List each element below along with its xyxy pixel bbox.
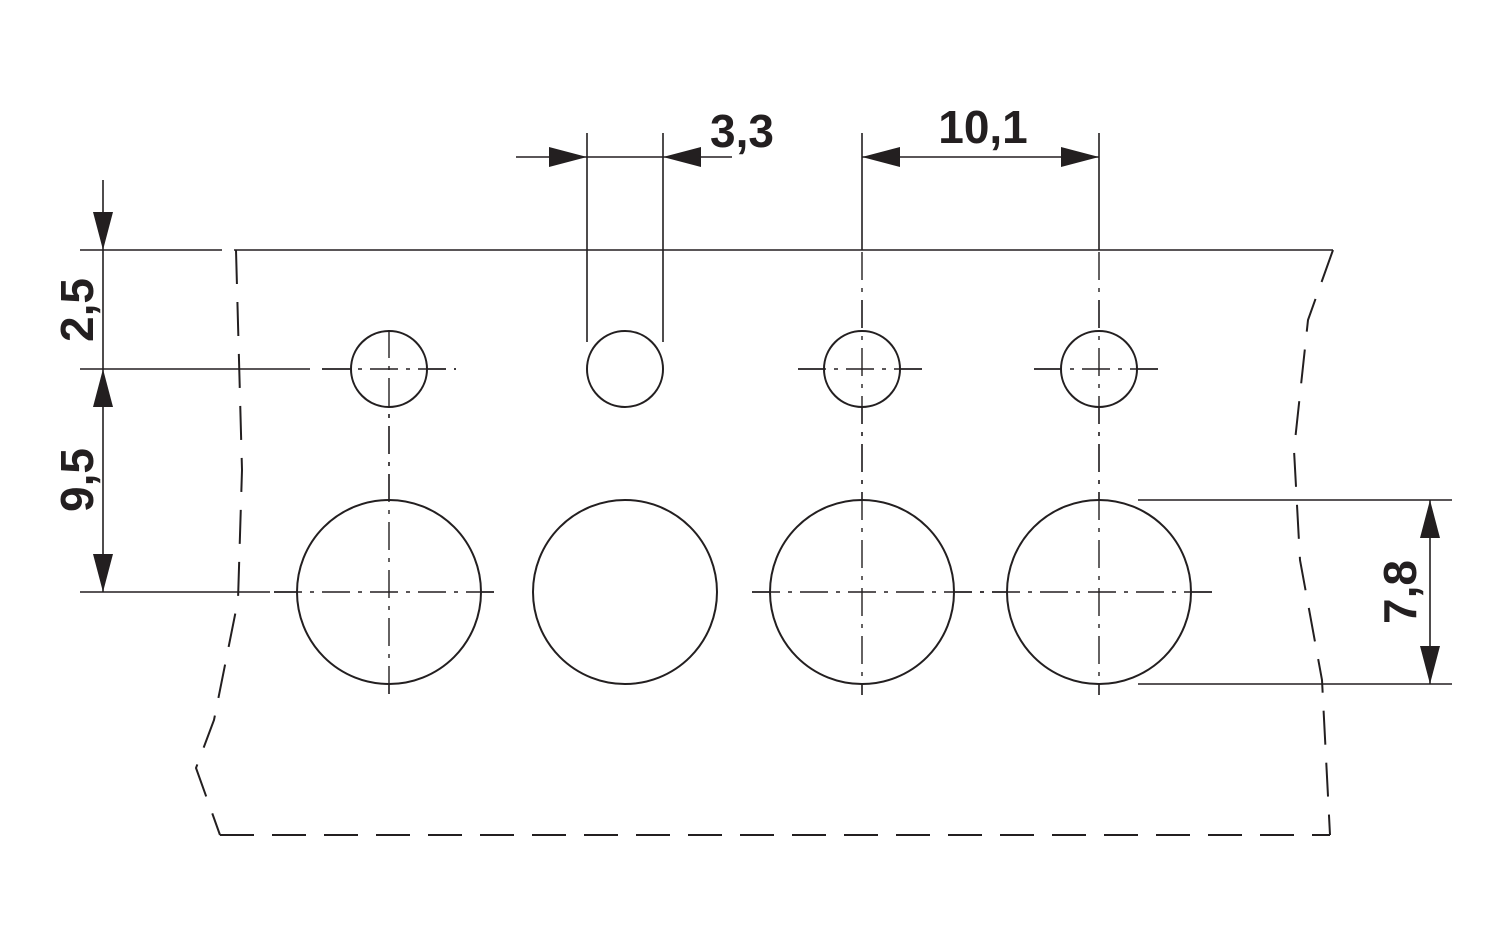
dimension-edge-2-5: 2,5 <box>51 180 113 369</box>
dimension-hole-diameter-3-3: 3,3 <box>516 105 774 167</box>
dimension-pitch-10-1: 10,1 <box>862 101 1099 167</box>
arrow-7-8-top <box>1420 500 1440 538</box>
arrow-3-3-left <box>549 147 587 167</box>
board-left-break-line <box>194 249 244 836</box>
arrow-9-5-bottom <box>93 554 113 592</box>
dimension-label-7-8: 7,8 <box>1374 560 1426 624</box>
arrow-10-1-left <box>862 147 900 167</box>
board-right-break-line <box>1292 249 1334 836</box>
arrow-2-5-top <box>93 212 113 250</box>
dimension-label-2-5: 2,5 <box>51 278 103 342</box>
extension-lines <box>80 133 1452 685</box>
arrow-9-5-top <box>93 369 113 407</box>
arrow-10-1-right <box>1061 147 1099 167</box>
holes <box>274 300 1212 695</box>
small-hole-2 <box>586 330 664 408</box>
dimension-label-3-3: 3,3 <box>710 105 774 157</box>
arrow-7-8-bottom <box>1420 646 1440 684</box>
board-outline <box>194 249 1334 836</box>
arrow-3-3-right <box>663 147 701 167</box>
large-hole-2 <box>532 499 718 685</box>
dimension-row-spacing-9-5: 9,5 <box>51 369 113 592</box>
dimension-label-9-5: 9,5 <box>51 448 103 512</box>
dimension-label-10-1: 10,1 <box>938 101 1028 153</box>
dimension-large-hole-7-8: 7,8 <box>1374 500 1440 684</box>
